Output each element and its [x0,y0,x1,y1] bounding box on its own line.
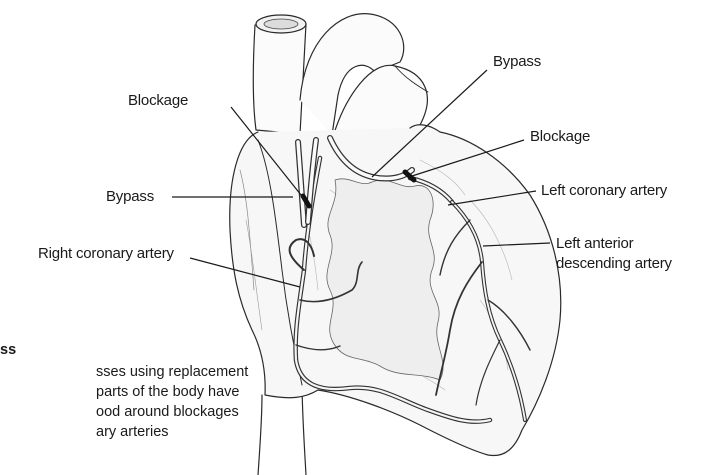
label-lad-line1: Left anterior [556,235,633,253]
label-bypass-top: Bypass [493,53,541,71]
label-left-coronary-artery: Left coronary artery [541,182,667,200]
caption-line: parts of the body have [96,382,260,402]
caption-line: ary arteries [96,422,260,442]
epicardial-fat [327,179,443,380]
caption-line: ood around blockages [96,402,260,422]
superior-vena-cava [253,24,306,134]
caption-title: ss [0,340,260,360]
label-blockage-left: Blockage [128,92,188,110]
label-right-coronary-artery: Right coronary artery [38,245,174,263]
label-bypass-left: Bypass [106,188,154,206]
caption: ss sses using replacement parts of the b… [0,340,260,442]
label-lad-line2: descending artery [556,255,672,273]
caption-body: sses using replacement parts of the body… [0,362,260,442]
label-blockage-right: Blockage [530,128,590,146]
caption-line: sses using replacement [96,362,260,382]
